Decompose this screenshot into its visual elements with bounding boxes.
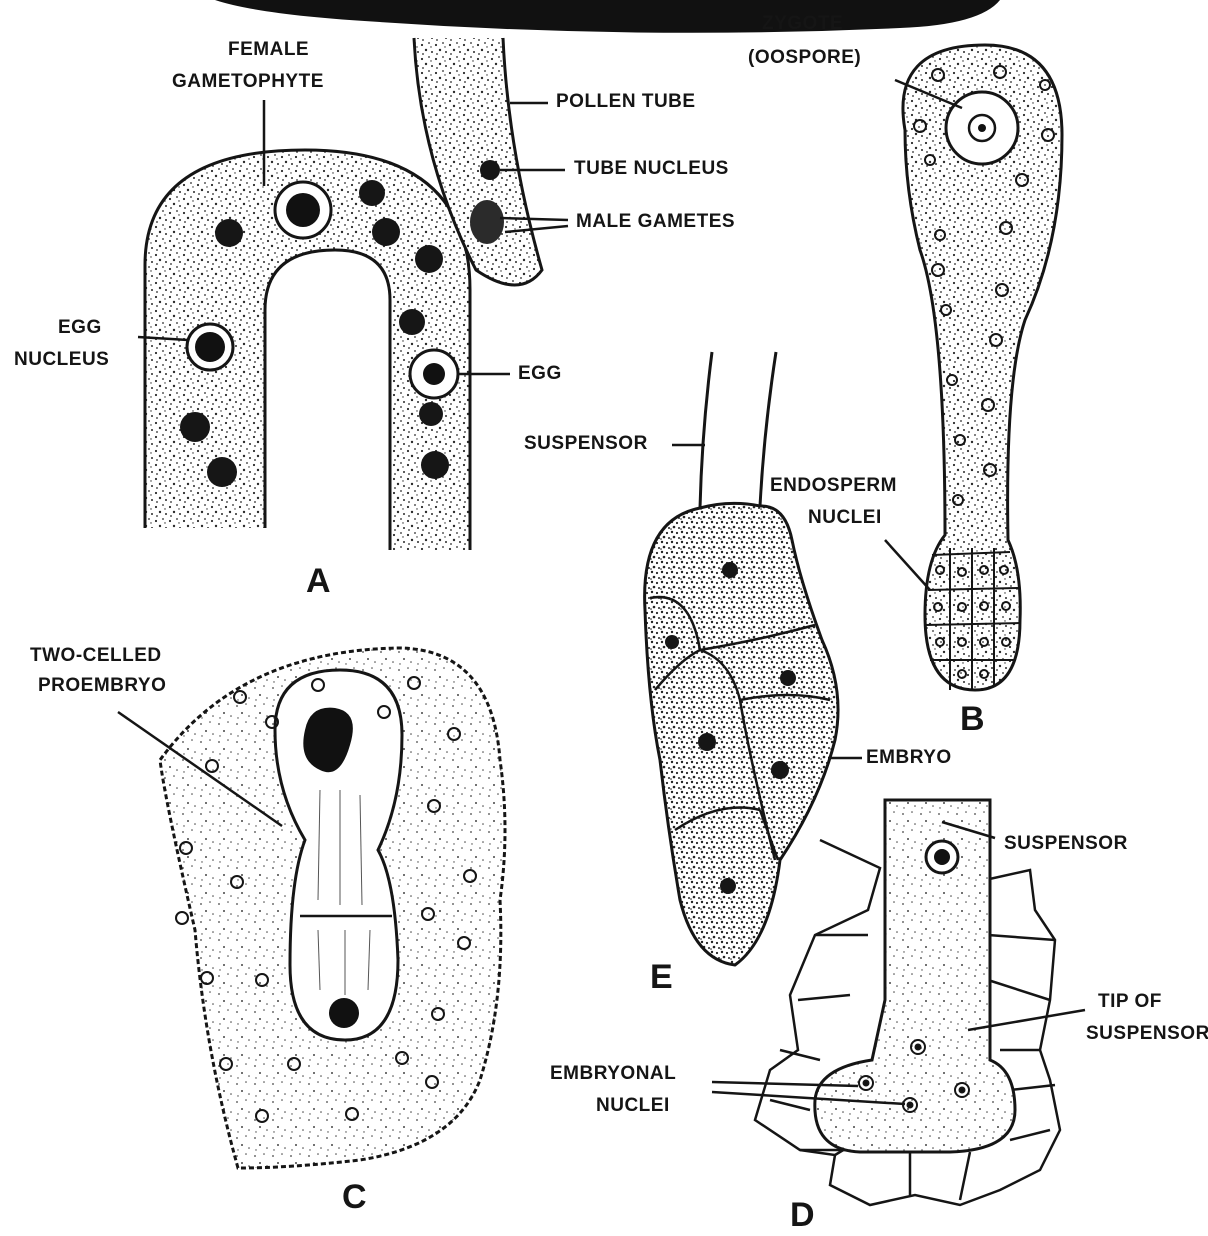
label-tip-of-suspensor-2: SUSPENSOR bbox=[1086, 1022, 1208, 1046]
label-zygote-2: (OOSPORE) bbox=[748, 46, 861, 70]
label-egg-nucleus-1: EGG bbox=[58, 316, 102, 340]
panel-e-drawing bbox=[645, 352, 862, 965]
proembryo-lower-nucleus bbox=[329, 998, 359, 1028]
embryo-e-outline bbox=[645, 503, 838, 965]
male-gametes-shape bbox=[470, 200, 504, 244]
gametophyte-inner-wall bbox=[265, 250, 390, 550]
label-endosperm-nuclei-2: NUCLEI bbox=[808, 506, 882, 530]
label-suspensor-e: SUSPENSOR bbox=[524, 432, 648, 456]
panel-letter-e: E bbox=[650, 958, 673, 996]
label-male-gametes: MALE GAMETES bbox=[576, 210, 735, 234]
panel-letter-d: D bbox=[790, 1196, 815, 1234]
label-female-gametophyte-2: GAMETOPHYTE bbox=[172, 70, 324, 94]
label-two-celled-proembryo-1: TWO-CELLED bbox=[30, 644, 162, 668]
label-pollen-tube: POLLEN TUBE bbox=[556, 90, 696, 114]
label-endosperm-nuclei-1: ENDOSPERM bbox=[770, 474, 897, 498]
label-zygote-1: ZYGOTE bbox=[762, 12, 843, 36]
label-embryonal-nuclei-2: NUCLEI bbox=[596, 1094, 670, 1118]
label-embryonal-nuclei-1: EMBRYONAL bbox=[550, 1062, 676, 1086]
panel-c-drawing bbox=[118, 648, 505, 1168]
label-suspensor-d: SUSPENSOR bbox=[1004, 832, 1128, 856]
scan-shadow bbox=[215, 0, 1000, 33]
label-tip-of-suspensor-1: TIP OF bbox=[1098, 990, 1162, 1014]
tube-nucleus-shape bbox=[480, 160, 500, 180]
label-tube-nucleus: TUBE NUCLEUS bbox=[574, 157, 729, 181]
label-egg: EGG bbox=[518, 362, 562, 386]
label-embryo: EMBRYO bbox=[866, 746, 952, 770]
panel-b-drawing bbox=[885, 45, 1062, 690]
suspensor-e-left bbox=[700, 352, 712, 508]
panel-letter-c: C bbox=[342, 1178, 367, 1216]
label-female-gametophyte-1: FEMALE bbox=[228, 38, 309, 62]
panel-letter-a: A bbox=[306, 562, 331, 600]
panel-a-drawing bbox=[138, 38, 568, 550]
label-egg-nucleus-2: NUCLEUS bbox=[14, 348, 109, 372]
panel-letter-b: B bbox=[960, 700, 985, 738]
label-two-celled-proembryo-2: PROEMBRYO bbox=[38, 674, 166, 698]
